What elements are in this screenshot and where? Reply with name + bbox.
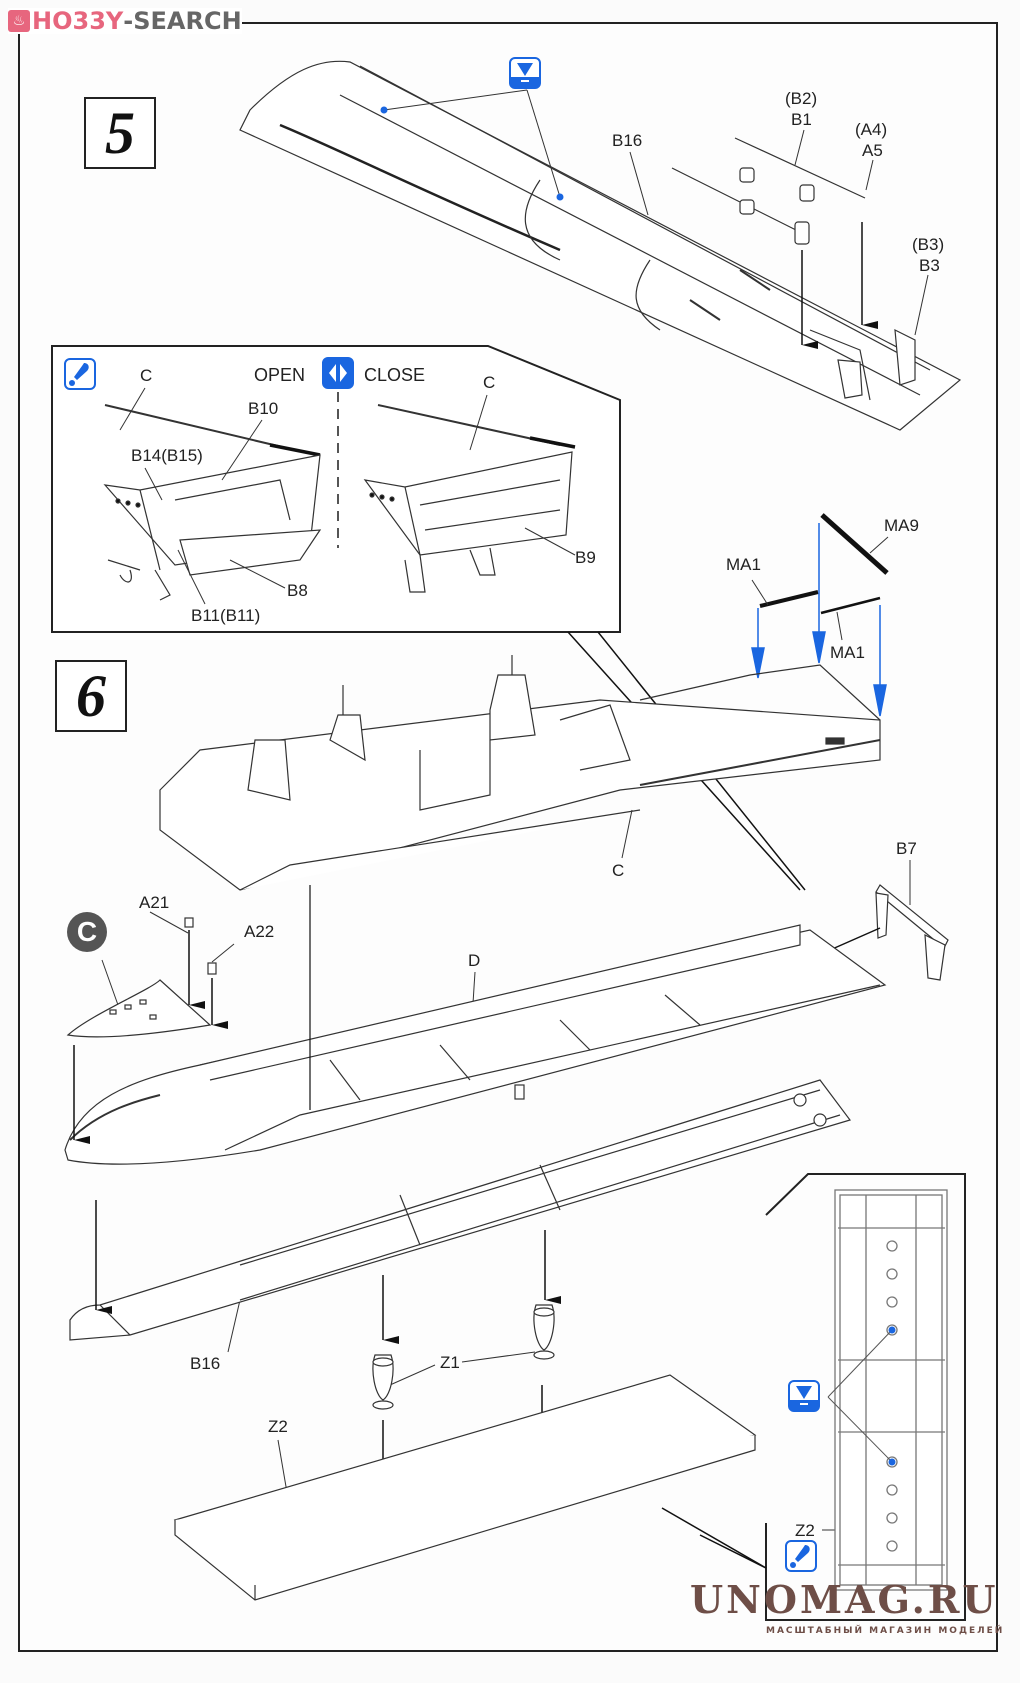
sub-assembly-c-icon (67, 912, 107, 952)
glue-dot (888, 1326, 896, 1334)
label-open: OPEN (254, 365, 306, 385)
label-b2: (B2) (785, 89, 818, 108)
hull-part-d (64, 924, 887, 1165)
glue-dot (888, 1458, 896, 1466)
part-a22-shape (207, 962, 217, 975)
label-b14-b15: B14(B15) (131, 446, 203, 465)
unomag-tagline: МАСШТАБНЫЙ МАГАЗИН МОДЕЛЕЙ (766, 1626, 1005, 1636)
hobby-logo-part2: -SEARCH (123, 7, 242, 35)
stand-glue-points (827, 1326, 896, 1466)
step6-small-arrows (73, 885, 311, 1144)
inset-leaders (119, 387, 576, 605)
label-a5: A5 (862, 141, 883, 160)
lower-hull-b16 (69, 1079, 851, 1341)
unomag-watermark: UNOMAG.RU (690, 1577, 999, 1622)
label-z2-inset: Z2 (795, 1521, 815, 1540)
label-ma1-left: MA1 (726, 555, 761, 574)
label-a4: (A4) (855, 120, 888, 139)
sub-assembly-c-letter: C (76, 916, 98, 947)
glue-point-icon (509, 57, 541, 89)
step5-mast-parts (671, 137, 866, 245)
label-ma9: MA9 (884, 516, 919, 535)
label-z1: Z1 (440, 1353, 460, 1372)
superstructure-c (159, 655, 881, 891)
label-b16-step6: B16 (190, 1354, 221, 1373)
stern-close-drawing (363, 404, 576, 593)
stand-top-view (834, 1189, 948, 1591)
label-b9: B9 (575, 548, 596, 567)
step5-deck-part (239, 60, 962, 431)
label-b8: B8 (287, 581, 308, 600)
label-b10: B10 (248, 399, 279, 418)
label-close: CLOSE (364, 365, 426, 385)
hobby-search-watermark: ♨ HO33Y -SEARCH (8, 8, 242, 34)
label-z2: Z2 (268, 1417, 288, 1436)
label-b3-alt: (B3) (912, 235, 945, 254)
paint-brush-icon (64, 358, 96, 390)
stern-open-drawing (103, 404, 322, 601)
label-c-close: C (483, 373, 496, 392)
open-close-option-icon (322, 357, 354, 389)
z2-base (173, 1374, 757, 1601)
hobby-search-logo-icon: ♨ (8, 10, 30, 32)
stand-inset-frame (765, 1173, 966, 1621)
z1-stands (372, 1304, 555, 1410)
label-a21: A21 (139, 893, 170, 912)
step-number-5: 5 (84, 97, 156, 169)
label-b7: B7 (896, 839, 917, 858)
glue-point-icon (788, 1380, 820, 1412)
glue-points-step5 (380, 89, 564, 201)
step6-leaders (101, 809, 911, 1531)
hobby-logo-part1: HO33Y (32, 7, 124, 35)
ma-blue-arrows (751, 523, 887, 717)
label-d: D (468, 951, 481, 970)
glue-dot (380, 106, 388, 114)
step5-leaders (629, 129, 929, 336)
ma-parts (751, 513, 889, 641)
label-b16-step5: B16 (612, 131, 643, 150)
glue-dot (556, 193, 564, 201)
label-c-open: C (140, 366, 153, 385)
label-b3: B3 (919, 256, 940, 275)
label-b1: B1 (791, 110, 812, 129)
bow-deck-sub-assembly (66, 917, 217, 1038)
step-number-6: 6 (55, 660, 127, 732)
label-b11: B11(B11) (191, 606, 261, 625)
label-c-superstructure: C (612, 861, 625, 880)
part-b7 (875, 884, 949, 981)
label-ma1-right: MA1 (830, 643, 865, 662)
part-a21-shape (184, 917, 194, 928)
label-a22: A22 (244, 922, 275, 941)
step5-arrows (801, 222, 878, 349)
ma-deck-edge (639, 664, 881, 721)
paint-brush-icon (785, 1540, 817, 1572)
